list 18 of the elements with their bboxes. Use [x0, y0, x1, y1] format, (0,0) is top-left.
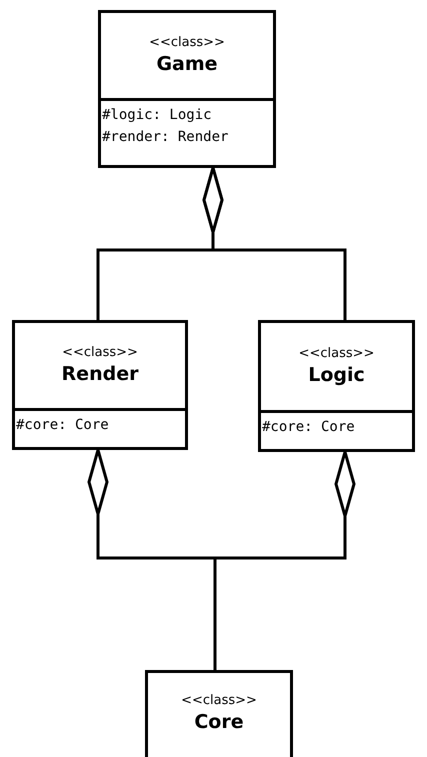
class-name: Logic: [308, 365, 365, 386]
aggregation-connector: [202, 166, 346, 320]
class-box: [98, 10, 276, 168]
class-name: Render: [62, 364, 138, 386]
stereotype-label: <<class>>: [62, 346, 138, 360]
class-name: Core: [194, 712, 244, 734]
stereotype-label: <<class>>: [181, 694, 257, 708]
attribute-text: #render: Render: [102, 128, 230, 147]
stereotype-label: <<class>>: [149, 36, 225, 50]
attribute-text: #core: Core: [262, 418, 356, 437]
class-box: [12, 320, 188, 450]
class-box: [258, 320, 415, 452]
attribute-text: #logic: Logic: [102, 106, 213, 125]
attribute-text: #core: Core: [16, 416, 110, 435]
aggregation-connector: [214, 450, 356, 670]
class-box: [145, 670, 293, 757]
stereotype-label: <<class>>: [298, 346, 374, 362]
class-name: Game: [156, 54, 218, 76]
